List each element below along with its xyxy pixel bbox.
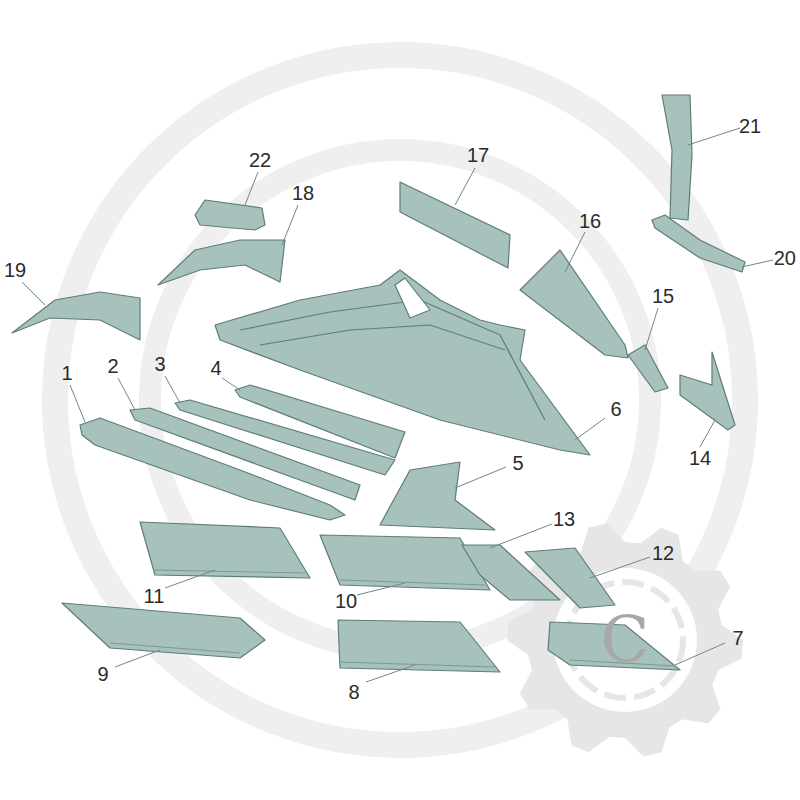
callout-number: 12 [652,543,674,563]
part-5 [380,462,495,530]
callout-number: 18 [292,183,314,203]
callout-number: 17 [467,145,489,165]
watermark-letter: C [601,608,650,672]
callout-number: 20 [774,248,796,268]
part-8 [338,620,500,672]
frame-brace [395,278,430,318]
frame-ribs [260,325,505,350]
part-16 [520,250,628,358]
callout-number: 10 [335,591,357,611]
part-17 [400,182,510,268]
callout-number: 21 [739,116,761,136]
part-4 [235,385,405,458]
leader-lines [22,128,773,682]
share-edges [110,570,675,667]
callout-number: 22 [249,150,271,170]
callout-number: 2 [107,356,118,376]
callout-number: 7 [732,628,743,648]
part-9 [62,603,265,658]
callout-number: 4 [210,358,221,378]
part-15 [628,345,668,392]
callout-number: 13 [553,509,575,529]
part-19 [12,292,140,340]
part-12 [525,548,615,608]
part-14 [680,352,735,430]
gear-shape [507,523,743,756]
callout-number: 9 [97,664,108,684]
callout-number: 5 [512,453,523,473]
callout-number: 3 [154,354,165,374]
callout-number: 16 [579,211,601,231]
plough-parts [12,95,745,672]
part-20 [652,215,745,272]
callout-number: 15 [652,286,674,306]
part-10 [320,535,490,590]
part-22 [195,200,265,230]
callout-number: 8 [348,682,359,702]
part-11 [140,522,310,578]
callout-number: 6 [610,399,621,419]
callout-number: 11 [144,586,165,606]
watermark-gear [507,523,743,756]
callout-number: 19 [4,260,26,280]
part-21 [662,95,692,220]
callout-number: 14 [689,448,711,468]
watermark-circles [55,55,745,745]
callout-number: 1 [61,363,72,383]
part-18 [158,240,285,285]
